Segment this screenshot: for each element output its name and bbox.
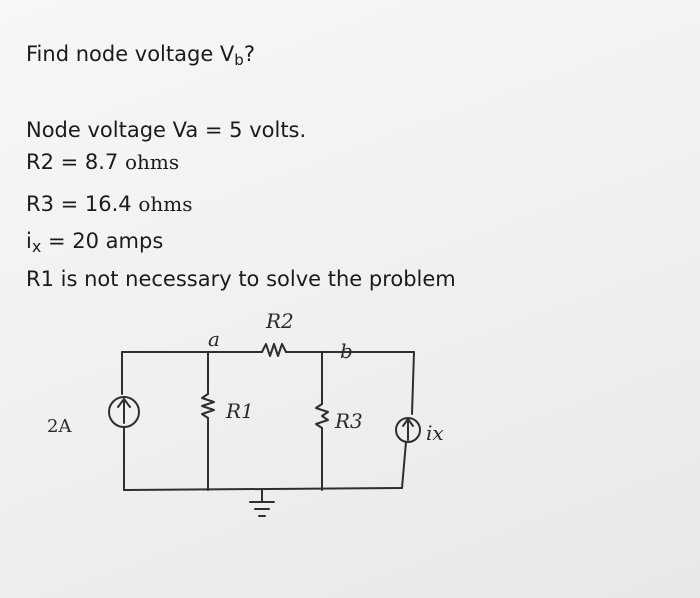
node-b-label: b	[340, 339, 353, 363]
r3-resistor	[315, 403, 329, 429]
r1-resistor	[201, 393, 215, 419]
r3-value: R3 = 16.4	[26, 192, 132, 216]
ix-source-label: ix	[426, 421, 444, 445]
ground-symbol	[249, 501, 275, 517]
wire-right-bottom	[401, 441, 407, 489]
source-2a-label: 2A	[47, 416, 72, 437]
note-line: R1 is not necessary to solve the problem	[26, 267, 456, 291]
r3-line: R3 = 16.4 ohms	[26, 192, 193, 216]
r2-label: R2	[265, 309, 294, 333]
question-prefix: Find node voltage V	[26, 42, 235, 66]
va-line: Node voltage Va = 5 volts.	[26, 118, 307, 142]
ix-subscript: x	[31, 237, 42, 256]
r2-unit: ohms	[124, 150, 180, 174]
question-suffix: ?	[243, 42, 255, 66]
source-left-arrow	[117, 398, 131, 424]
r2-line: R2 = 8.7 ohms	[26, 150, 179, 174]
source-right-arrow	[402, 418, 414, 441]
r3-unit: ohms	[138, 192, 193, 216]
ix-value: = 20 amps	[48, 229, 164, 253]
question-subscript: b	[234, 51, 244, 69]
node-a-label: a	[208, 327, 220, 351]
ix-symbol: i	[26, 229, 32, 253]
wire-right-top	[411, 351, 415, 415]
r3-label: R3	[334, 409, 363, 433]
r2-value: R2 = 8.7	[26, 150, 119, 174]
ix-line: ix = 20 amps	[26, 229, 164, 256]
r1-label: R1	[225, 399, 254, 423]
r2-resistor	[261, 343, 287, 357]
question-title: Find node voltage Vb?	[26, 42, 255, 69]
